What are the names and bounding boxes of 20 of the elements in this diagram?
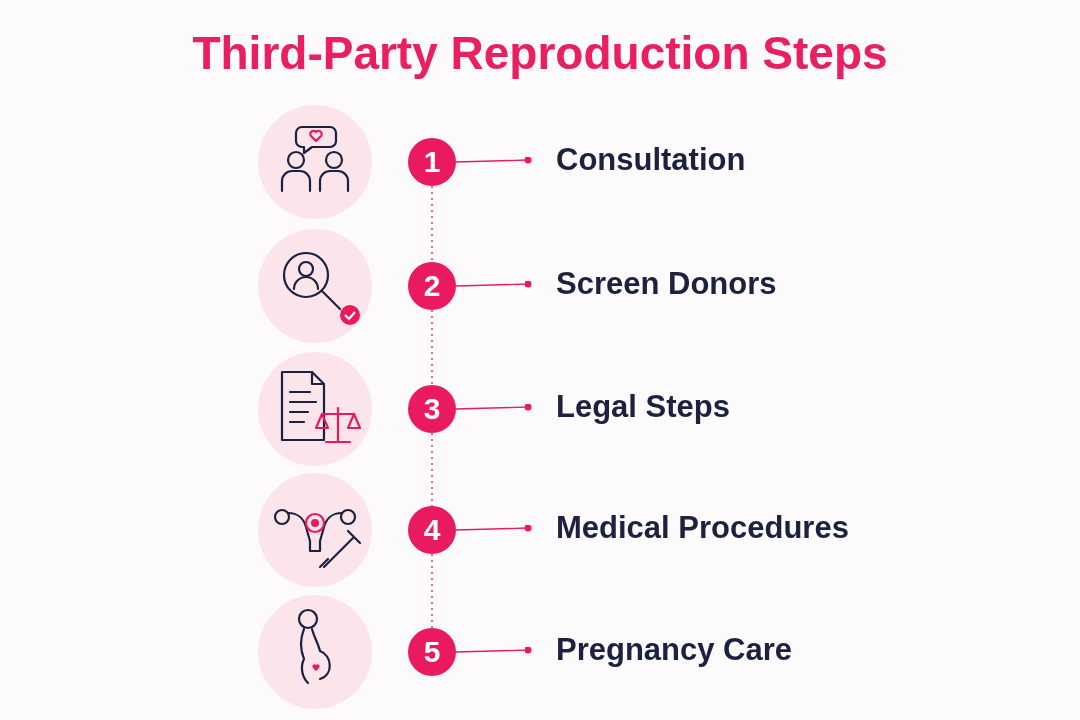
step-number: 2 xyxy=(408,262,456,310)
step-number: 5 xyxy=(408,628,456,676)
connector-line xyxy=(455,280,532,288)
step-label: Pregnancy Care xyxy=(528,630,793,670)
connector-line xyxy=(455,524,532,532)
step-label: Screen Donors xyxy=(528,264,777,304)
connector-line xyxy=(455,156,532,164)
connector-line xyxy=(455,646,532,654)
connector-line xyxy=(455,403,532,411)
step-number: 3 xyxy=(408,385,456,433)
step-number: 4 xyxy=(408,506,456,554)
step-label: Consultation xyxy=(528,140,746,180)
dotted-connector xyxy=(431,185,433,263)
step-label: Medical Procedures xyxy=(528,508,849,548)
dotted-connector xyxy=(431,432,433,507)
step-number: 1 xyxy=(408,138,456,186)
dotted-connector xyxy=(431,309,433,386)
step-label: Legal Steps xyxy=(528,387,730,427)
dotted-connector xyxy=(431,553,433,629)
title: Third-Party Reproduction Steps xyxy=(192,27,888,79)
